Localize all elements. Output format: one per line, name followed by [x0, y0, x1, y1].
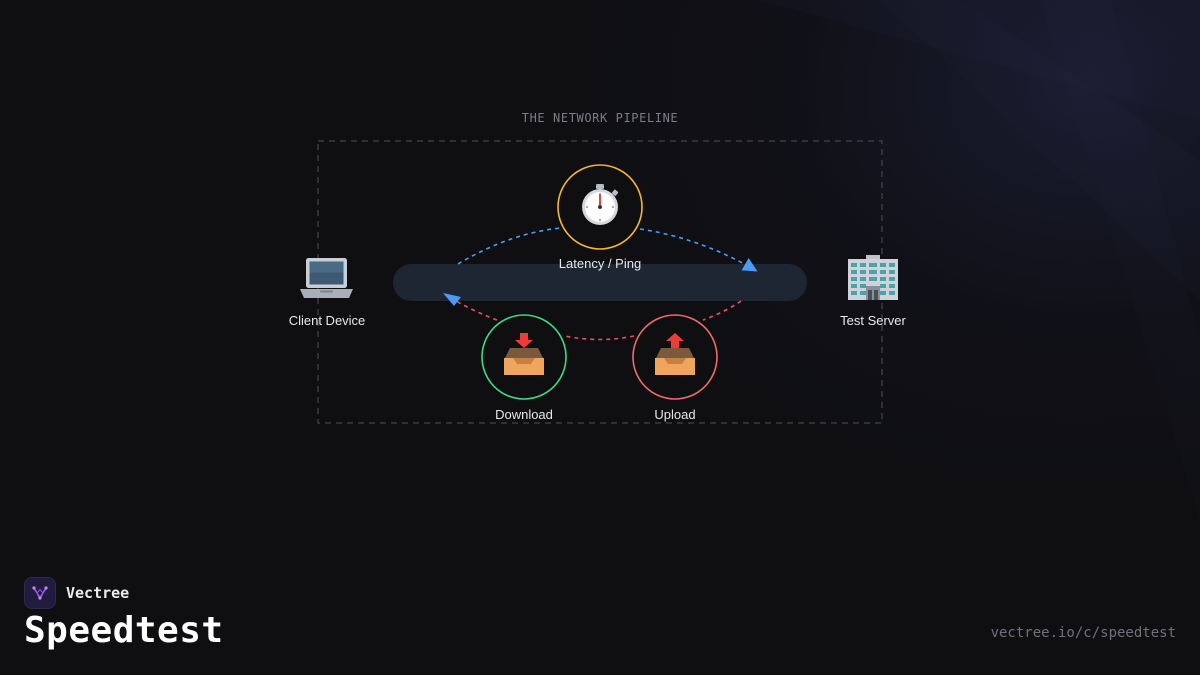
return-arc-middle [564, 335, 635, 341]
test-server-node [848, 255, 898, 300]
upload-tray-icon [655, 333, 695, 375]
vectree-logo-icon [24, 577, 56, 609]
upload-label: Upload [654, 407, 696, 422]
latency-label: Latency / Ping [558, 256, 642, 271]
test-server-label: Test Server [840, 313, 906, 328]
network-pipe [393, 264, 807, 301]
page-url[interactable]: vectree.io/c/speedtest [990, 625, 1176, 641]
latency-node [557, 164, 643, 250]
return-arrowhead [443, 293, 461, 306]
download-label: Download [495, 407, 553, 422]
download-tray-icon [504, 333, 544, 375]
return-arc-right [702, 300, 742, 321]
page-title: Speedtest [24, 610, 224, 651]
brand[interactable]: Vectree [24, 577, 129, 609]
stopwatch-icon [582, 184, 619, 225]
pipeline-title: THE NETWORK PIPELINE [521, 111, 679, 125]
download-node [481, 314, 567, 400]
laptop-icon [300, 258, 353, 298]
latency-outbound-arc-left [457, 227, 562, 265]
client-device-label: Client Device [288, 313, 366, 328]
upload-node [632, 314, 718, 400]
brand-name: Vectree [66, 584, 130, 602]
office-building-icon [848, 255, 898, 300]
client-device-node [300, 258, 353, 298]
